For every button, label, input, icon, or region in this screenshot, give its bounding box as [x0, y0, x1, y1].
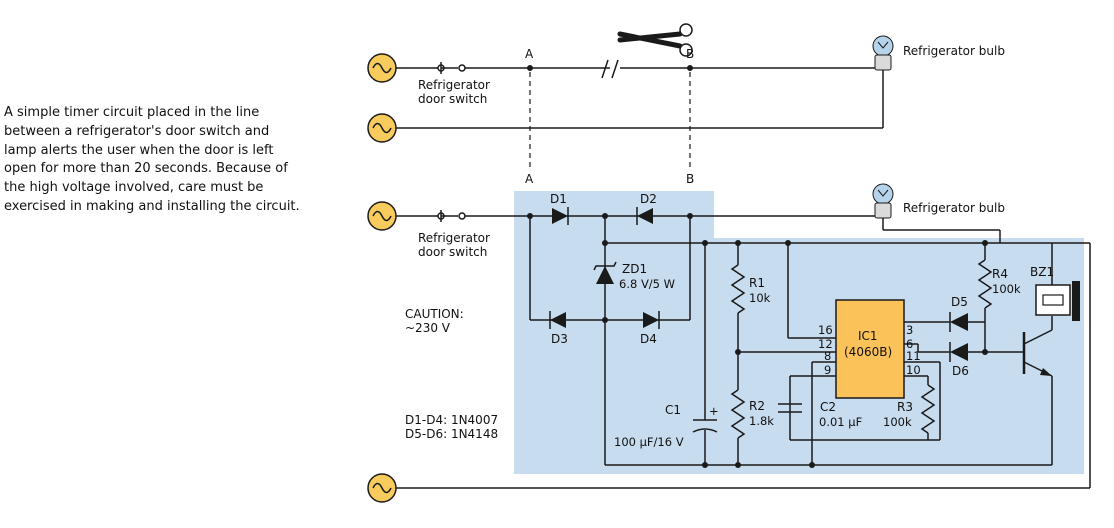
bulb-label: Refrigerator bulb: [903, 201, 1005, 215]
capacitor-c2-icon: [778, 403, 802, 413]
d4-label: D4: [640, 332, 657, 346]
diode-d3-icon: [549, 311, 566, 329]
door-switch-icon: [437, 210, 466, 222]
caution-label: CAUTION:: [405, 307, 464, 321]
buzzer-bz1-icon: [1035, 281, 1080, 321]
door-switch-label: Refrigerator: [418, 231, 490, 245]
c1-value: 100 µF/16 V: [614, 435, 684, 449]
c2-value: 0.01 µF: [819, 415, 862, 429]
r2-value: 1.8k: [749, 414, 774, 428]
r4-value: 100k: [992, 282, 1021, 296]
ic1-label: IC1: [858, 329, 878, 343]
pin-3: 3: [906, 323, 913, 337]
transistor-icon: [1022, 329, 1053, 377]
zd1-value: 6.8 V/5 W: [619, 277, 675, 291]
bulb-icon: [872, 35, 894, 71]
r2-label: R2: [749, 399, 765, 413]
diode-d4-icon: [643, 311, 660, 329]
r1-label: R1: [749, 276, 765, 290]
bulb-label: Refrigerator bulb: [903, 44, 1005, 58]
node-b-label: B: [686, 47, 694, 61]
d1-label: D1: [550, 192, 567, 206]
ic1-chip: [835, 299, 905, 399]
c1-polarity: +: [709, 404, 719, 418]
pin-8: 8: [824, 349, 831, 363]
door-switch-label: Refrigerator: [418, 78, 490, 92]
pin-10: 10: [906, 363, 921, 377]
zd1-label: ZD1: [622, 262, 647, 276]
r4-label: R4: [992, 267, 1008, 281]
ac-source-icon: [367, 113, 397, 143]
diode-d1-icon: [552, 207, 569, 225]
door-switch-label: door switch: [418, 245, 487, 259]
r3-label: R3: [897, 400, 913, 414]
scissors-icon: [617, 23, 693, 57]
diode-d6-icon: [949, 342, 968, 362]
pin-6: 6: [906, 337, 913, 351]
pin-11: 11: [906, 349, 921, 363]
resistor-r3-icon: [920, 384, 936, 434]
d6-label: D6: [952, 364, 969, 378]
d3-label: D3: [551, 332, 568, 346]
d2-label: D2: [640, 192, 657, 206]
door-switch-icon: [437, 62, 466, 74]
zener-zd1-icon: [593, 261, 617, 284]
ac-source-icon: [367, 53, 397, 83]
ac-source-icon: [367, 473, 397, 503]
bottom-circuit: [367, 183, 1091, 503]
node-a-label: A: [525, 172, 534, 186]
r1-value: 10k: [749, 291, 771, 305]
ac-source-icon: [367, 201, 397, 231]
bulb-icon: [872, 183, 894, 219]
pcb-area: [514, 191, 1084, 474]
d5-label: D5: [951, 295, 968, 309]
capacitor-c1-icon: [692, 419, 718, 433]
pin-12: 12: [818, 337, 833, 351]
node-a-label: A: [525, 47, 534, 61]
door-switch-label: door switch: [418, 92, 487, 106]
caution-voltage: ~230 V: [405, 321, 451, 335]
bz1-label: BZ1: [1030, 265, 1054, 279]
resistor-r4-icon: [977, 259, 993, 309]
diode-spec-label: D1-D4: 1N4007: [405, 413, 498, 427]
caption-text: A simple timer circuit placed in the lin…: [4, 105, 300, 214]
diode-spec-label: D5-D6: 1N4148: [405, 427, 498, 441]
ic1-part: (4060B): [844, 345, 892, 359]
c1-label: C1: [665, 403, 681, 417]
resistor-r1-icon: [730, 264, 746, 314]
c2-label: C2: [820, 400, 836, 414]
pin-16: 16: [818, 323, 833, 337]
node-b-label: B: [686, 172, 694, 186]
r3-value: 100k: [883, 415, 912, 429]
top-circuit: [367, 23, 894, 143]
pin-9: 9: [824, 363, 831, 377]
resistor-r2-icon: [730, 389, 746, 439]
diode-d2-icon: [636, 207, 653, 225]
